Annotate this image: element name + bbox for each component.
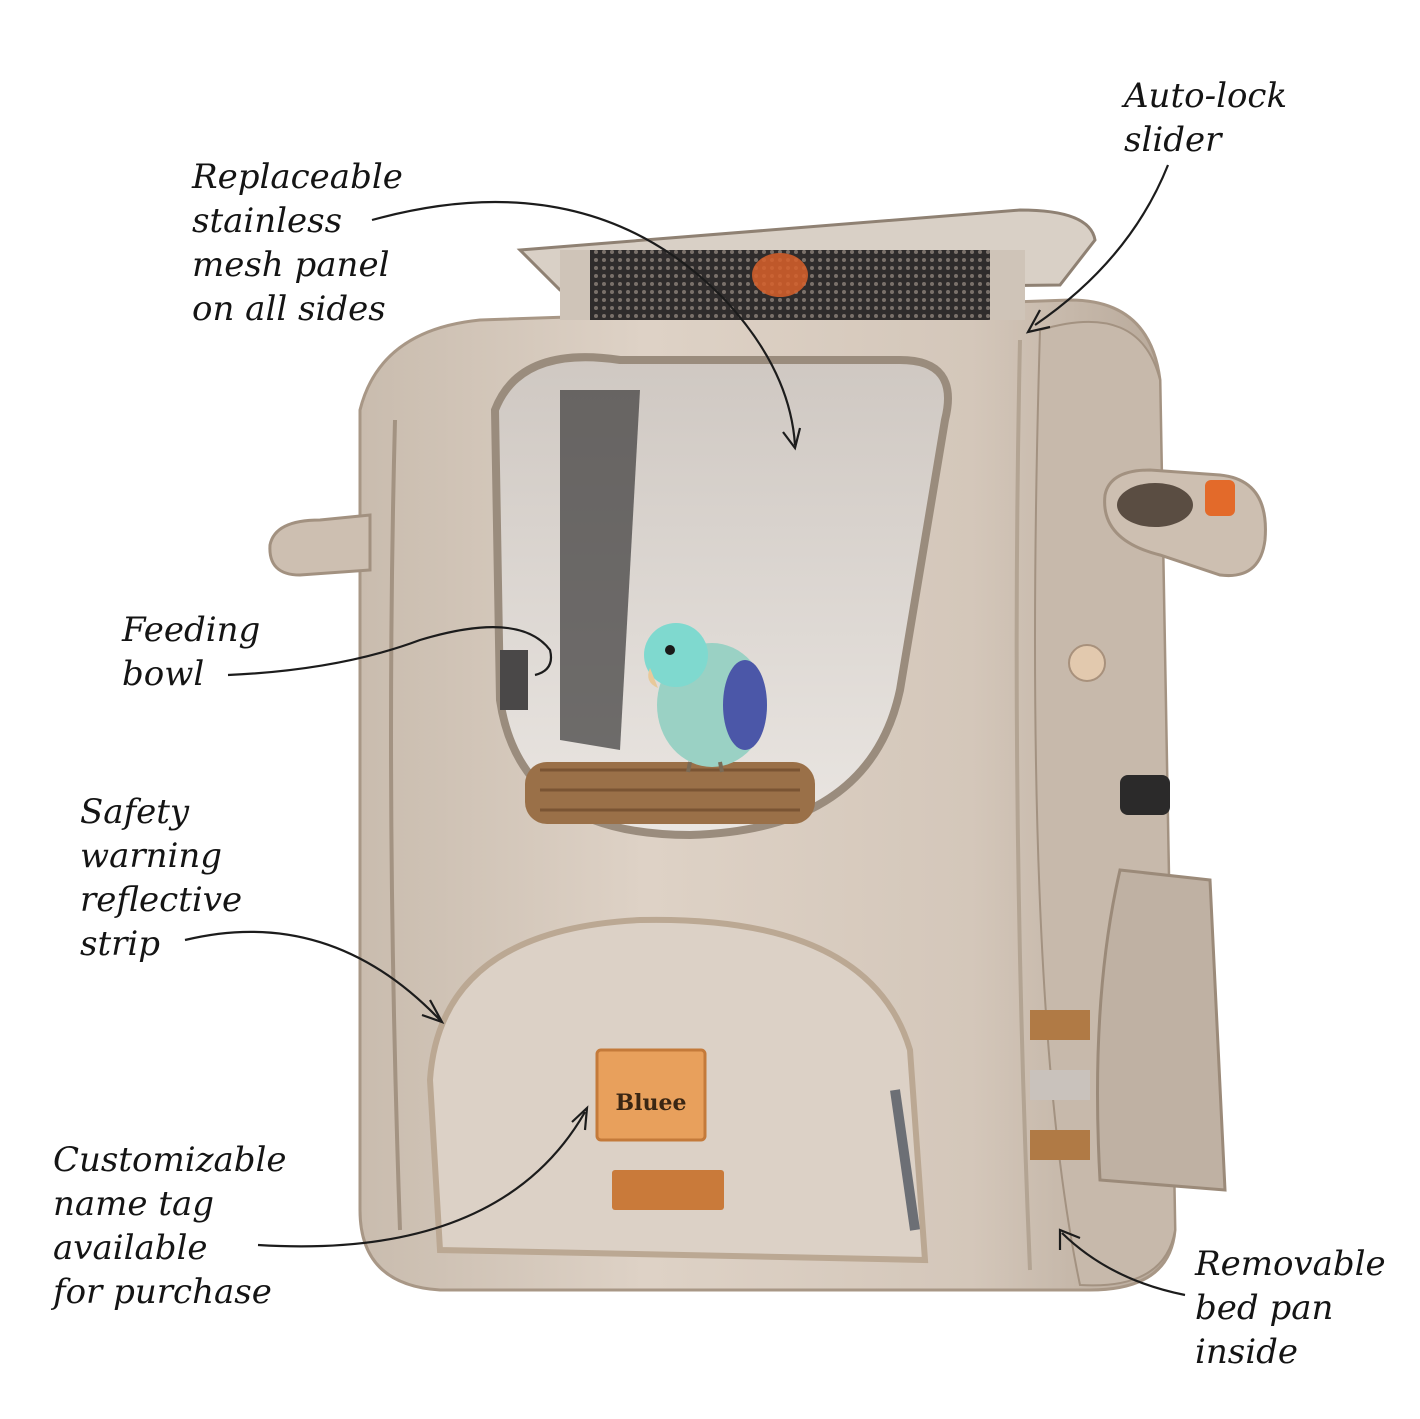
annotation-mesh-panel: Replaceable stainless mesh panel on all … (192, 157, 403, 329)
top-lid (516, 208, 1097, 320)
name-tag: Bluee (595, 1048, 707, 1142)
pointer-mesh-panel (371, 200, 797, 446)
reflective-strap (1030, 1130, 1090, 1160)
annotation-pointers (184, 164, 1186, 1297)
reflective-strap (1030, 1010, 1090, 1040)
name-tag-text: Bluee (616, 1090, 687, 1116)
annotation-name-tag: Customizable name tag available for purc… (53, 1140, 287, 1312)
reflective-strap (1030, 1070, 1090, 1100)
pointer-auto-lock (1034, 164, 1170, 326)
annotation-feeding-bowl: Feeding bowl (122, 610, 261, 694)
brand-patch (612, 1170, 724, 1210)
feeding-bowl (500, 650, 528, 710)
annotation-reflective-strip: Safety warning reflective strip (80, 792, 243, 964)
parrotlet-bird (644, 623, 767, 773)
front-window (490, 353, 952, 840)
pointer-feeding-bowl (227, 626, 553, 677)
annotation-auto-lock: Auto-lock slider (1124, 76, 1288, 160)
annotation-bed-pan: Removable bed pan inside (1195, 1244, 1386, 1372)
left-handle (268, 513, 372, 577)
side-vent (1068, 644, 1106, 682)
right-handle (1103, 468, 1267, 578)
pointer-reflective (184, 930, 441, 1021)
pointer-bed-pan (1061, 1232, 1186, 1297)
pointer-name-tag (257, 1111, 586, 1248)
side-knob (1120, 775, 1170, 815)
side-pocket (1096, 868, 1227, 1192)
